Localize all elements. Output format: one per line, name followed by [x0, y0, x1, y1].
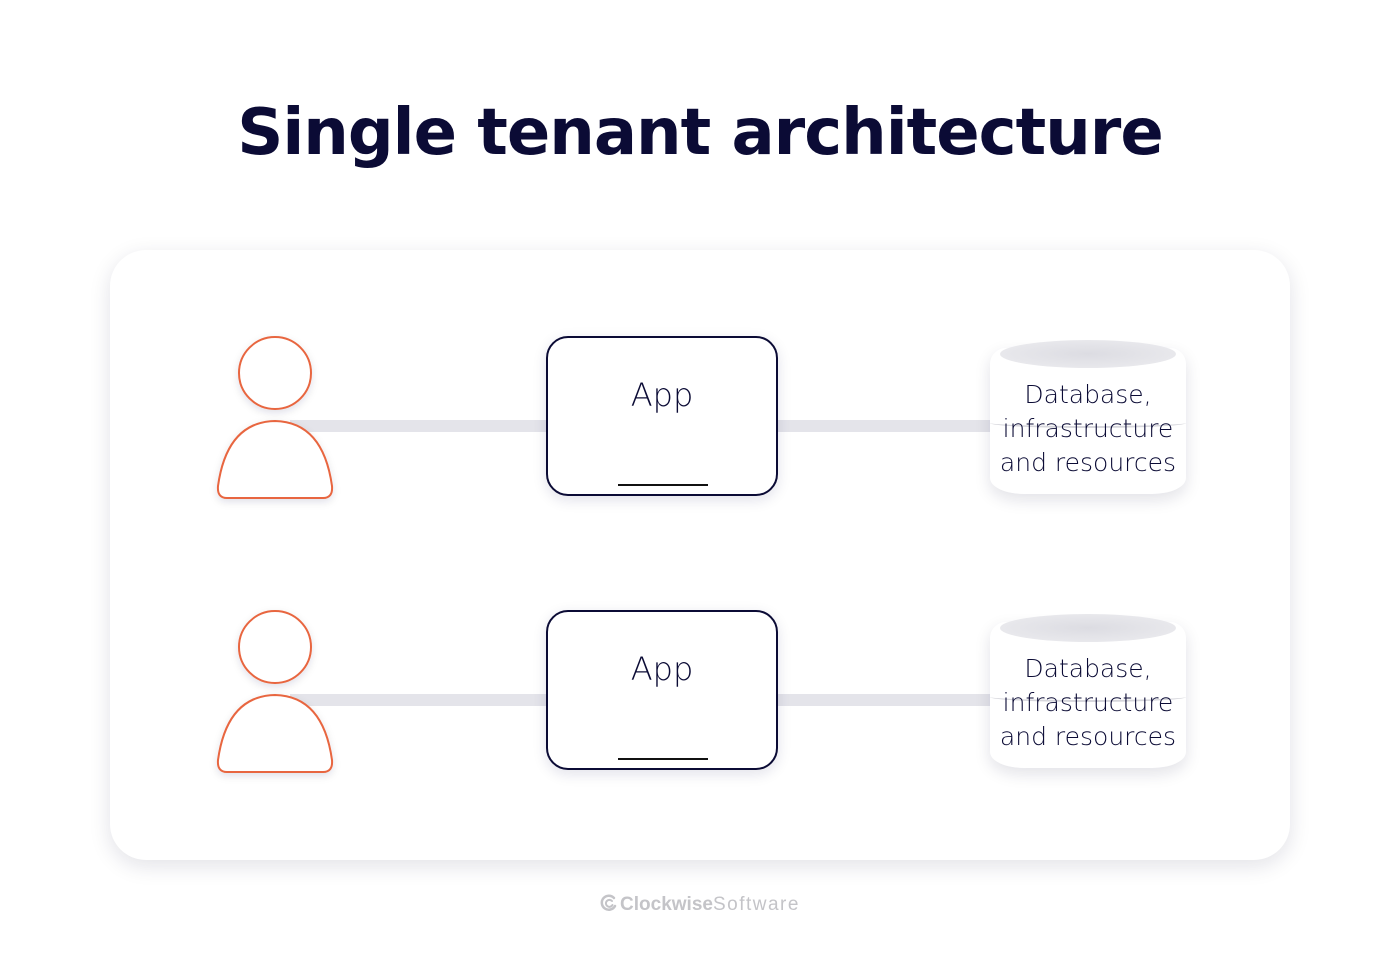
- app-box: App: [546, 336, 778, 496]
- app-label: App: [630, 376, 694, 414]
- app-underline: [618, 484, 708, 486]
- database-cylinder-icon: Database, infrastructure and resources: [990, 612, 1186, 770]
- brand-footer: ClockwiseSoftware: [0, 894, 1400, 918]
- database-label: Database, infrastructure and resources: [999, 380, 1177, 477]
- database-top: [1000, 340, 1176, 368]
- app-box: App: [546, 610, 778, 770]
- user-icon: [215, 336, 335, 502]
- clockwise-logo-icon: [600, 894, 618, 918]
- database-label: Database, infrastructure and resources: [999, 654, 1177, 751]
- database-seam: [990, 418, 1186, 428]
- database-top: [1000, 614, 1176, 642]
- app-label: App: [630, 650, 694, 688]
- user-icon: [215, 610, 335, 776]
- connector-user-app-2: [290, 694, 550, 706]
- connector-user-app-1: [290, 420, 550, 432]
- connector-app-db-1: [776, 420, 996, 432]
- database-seam: [990, 692, 1186, 702]
- database-cylinder-icon: Database, infrastructure and resources: [990, 338, 1186, 496]
- connector-app-db-2: [776, 694, 996, 706]
- brand-name-light: Software: [712, 894, 800, 915]
- app-underline: [618, 758, 708, 760]
- page-title: Single tenant architecture: [237, 96, 1163, 170]
- brand-name-bold: Clockwise: [620, 894, 713, 915]
